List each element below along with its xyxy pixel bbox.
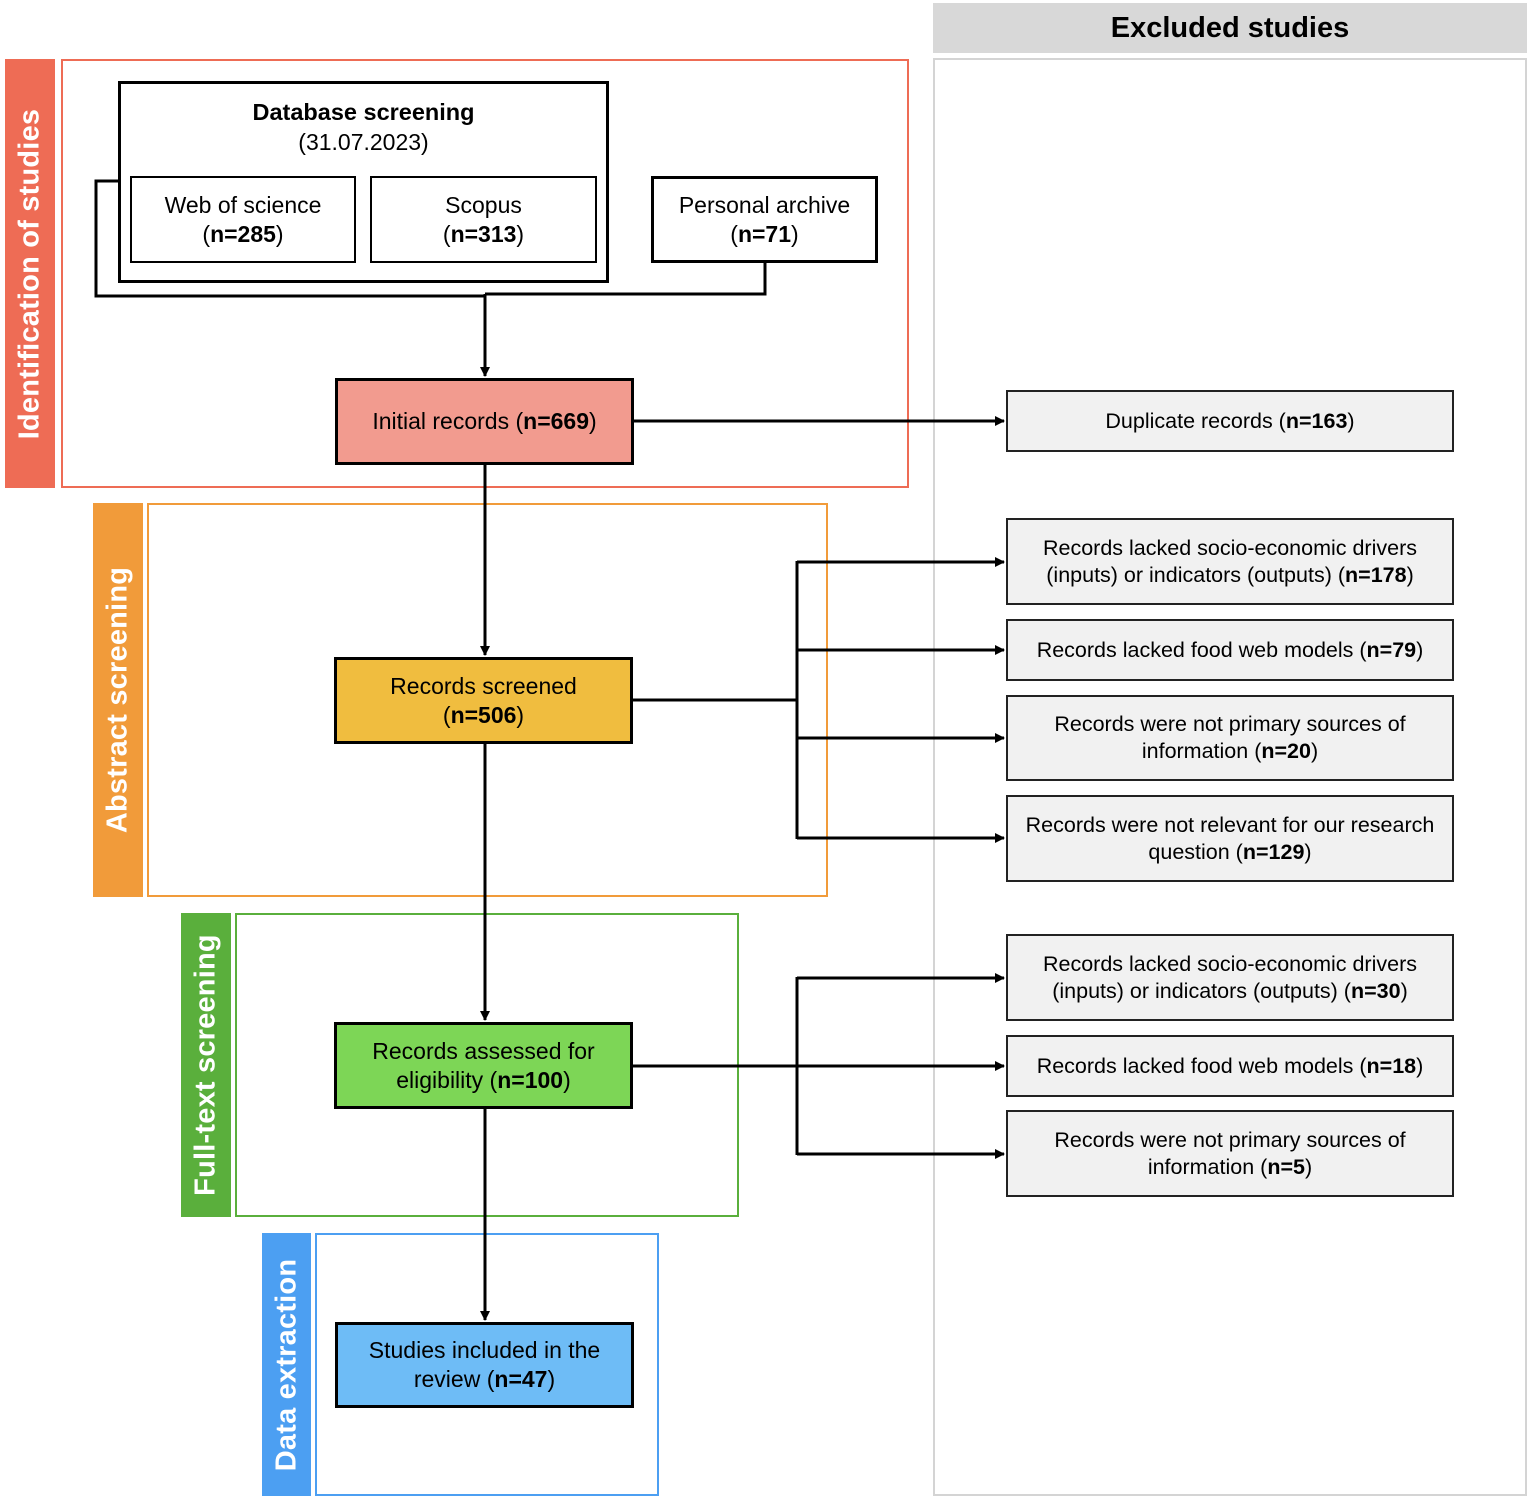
records-assessed-count: n=100 — [497, 1066, 564, 1093]
exclusion-text: Duplicate records — [1105, 408, 1273, 433]
exclusion-abstract-relevance: Records were not relevant for our resear… — [1006, 795, 1454, 882]
exclusion-duplicates: Duplicate records (n=163) — [1006, 390, 1454, 452]
records-screened-box: Records screened (n=506) — [334, 657, 633, 744]
exclusion-line1: Records were not primary sources of — [1054, 712, 1406, 736]
exclusion-abstract-socioeconomic: Records lacked socio-economic drivers (i… — [1006, 518, 1454, 605]
exclusion-line2: (inputs) or indicators (outputs) — [1052, 978, 1338, 1003]
excluded-studies-header: Excluded studies — [933, 3, 1527, 53]
exclusion-count: n=20 — [1261, 739, 1311, 763]
exclusion-line1: Records lacked socio-economic drivers — [1042, 951, 1417, 976]
exclusion-count: n=5 — [1267, 1154, 1305, 1179]
records-screened-count: n=506 — [450, 701, 517, 728]
records-screened-text: Records screened — [390, 672, 577, 699]
exclusion-count: n=163 — [1285, 408, 1348, 433]
exclusion-line2: (inputs) or indicators (outputs) — [1046, 562, 1332, 587]
source-name: Web of science — [164, 191, 322, 218]
database-merge-line — [94, 179, 485, 298]
source-name: Scopus — [445, 191, 522, 218]
source-personal-archive: Personal archive (n=71) — [651, 176, 878, 263]
exclusion-fulltext-foodweb: Records lacked food web models (n=18) — [1006, 1035, 1454, 1097]
exclusion-line1: Records were not primary sources of — [1054, 1127, 1406, 1152]
exclusion-abstract-foodweb: Records lacked food web models (n=79) — [1006, 619, 1454, 681]
personal-archive-line — [485, 262, 767, 296]
exclusion-count: n=18 — [1366, 1053, 1417, 1078]
initial-records-text: Initial records — [372, 408, 510, 434]
exclusion-line2: information — [1147, 1154, 1255, 1179]
initial-records-count: n=669 — [523, 408, 590, 434]
studies-included-box: Studies included in the review (n=47) — [335, 1322, 634, 1408]
exclusion-line2: question — [1148, 839, 1230, 864]
identification-tab: Identification of studies — [5, 59, 55, 488]
exclusion-count: n=129 — [1242, 839, 1305, 864]
database-screening-title: Database screening — [252, 99, 475, 125]
excluded-studies-title: Excluded studies — [1110, 11, 1350, 44]
fulltext-tab: Full-text screening — [181, 913, 231, 1217]
abstract-tab: Abstract screening — [93, 503, 143, 897]
excluded-studies-panel — [933, 58, 1527, 1496]
extraction-frame — [315, 1233, 659, 1496]
exclusion-count: n=178 — [1345, 562, 1407, 587]
source-scopus: Scopus (n=313) — [370, 176, 597, 263]
exclusion-line1: Records lacked food web models — [1036, 1053, 1354, 1078]
abstract-frame — [147, 503, 828, 897]
records-assessed-box: Records assessed for eligibility (n=100) — [334, 1022, 633, 1109]
exclusion-fulltext-socioeconomic: Records lacked socio-economic drivers (i… — [1006, 934, 1454, 1021]
studies-included-line1: Studies included in the — [368, 1337, 601, 1363]
exclusion-line1: Records lacked food web models — [1036, 637, 1354, 662]
initial-records-box: Initial records (n=669) — [335, 378, 634, 465]
source-count: n=313 — [450, 220, 517, 247]
exclusion-count: n=79 — [1366, 637, 1417, 662]
extraction-tab: Data extraction — [262, 1233, 311, 1496]
records-assessed-line1: Records assessed for — [372, 1037, 595, 1064]
exclusion-count: n=30 — [1350, 978, 1401, 1003]
database-screening-date: (31.07.2023) — [298, 129, 429, 155]
exclusion-line1: Records lacked socio-economic drivers — [1042, 535, 1417, 560]
exclusion-line2: information — [1141, 739, 1249, 763]
studies-included-count: n=47 — [494, 1366, 548, 1392]
records-assessed-line2: eligibility — [396, 1066, 484, 1093]
exclusion-fulltext-primary: Records were not primary sources of info… — [1006, 1110, 1454, 1197]
source-count: n=71 — [737, 220, 792, 247]
source-name: Personal archive — [678, 191, 851, 218]
exclusion-line1: Records were not relevant for our resear… — [1025, 812, 1435, 837]
source-count: n=285 — [210, 220, 276, 247]
studies-included-line2: review — [413, 1366, 481, 1392]
source-web-of-science: Web of science (n=285) — [130, 176, 356, 263]
exclusion-abstract-primary: Records were not primary sources of info… — [1006, 695, 1454, 781]
